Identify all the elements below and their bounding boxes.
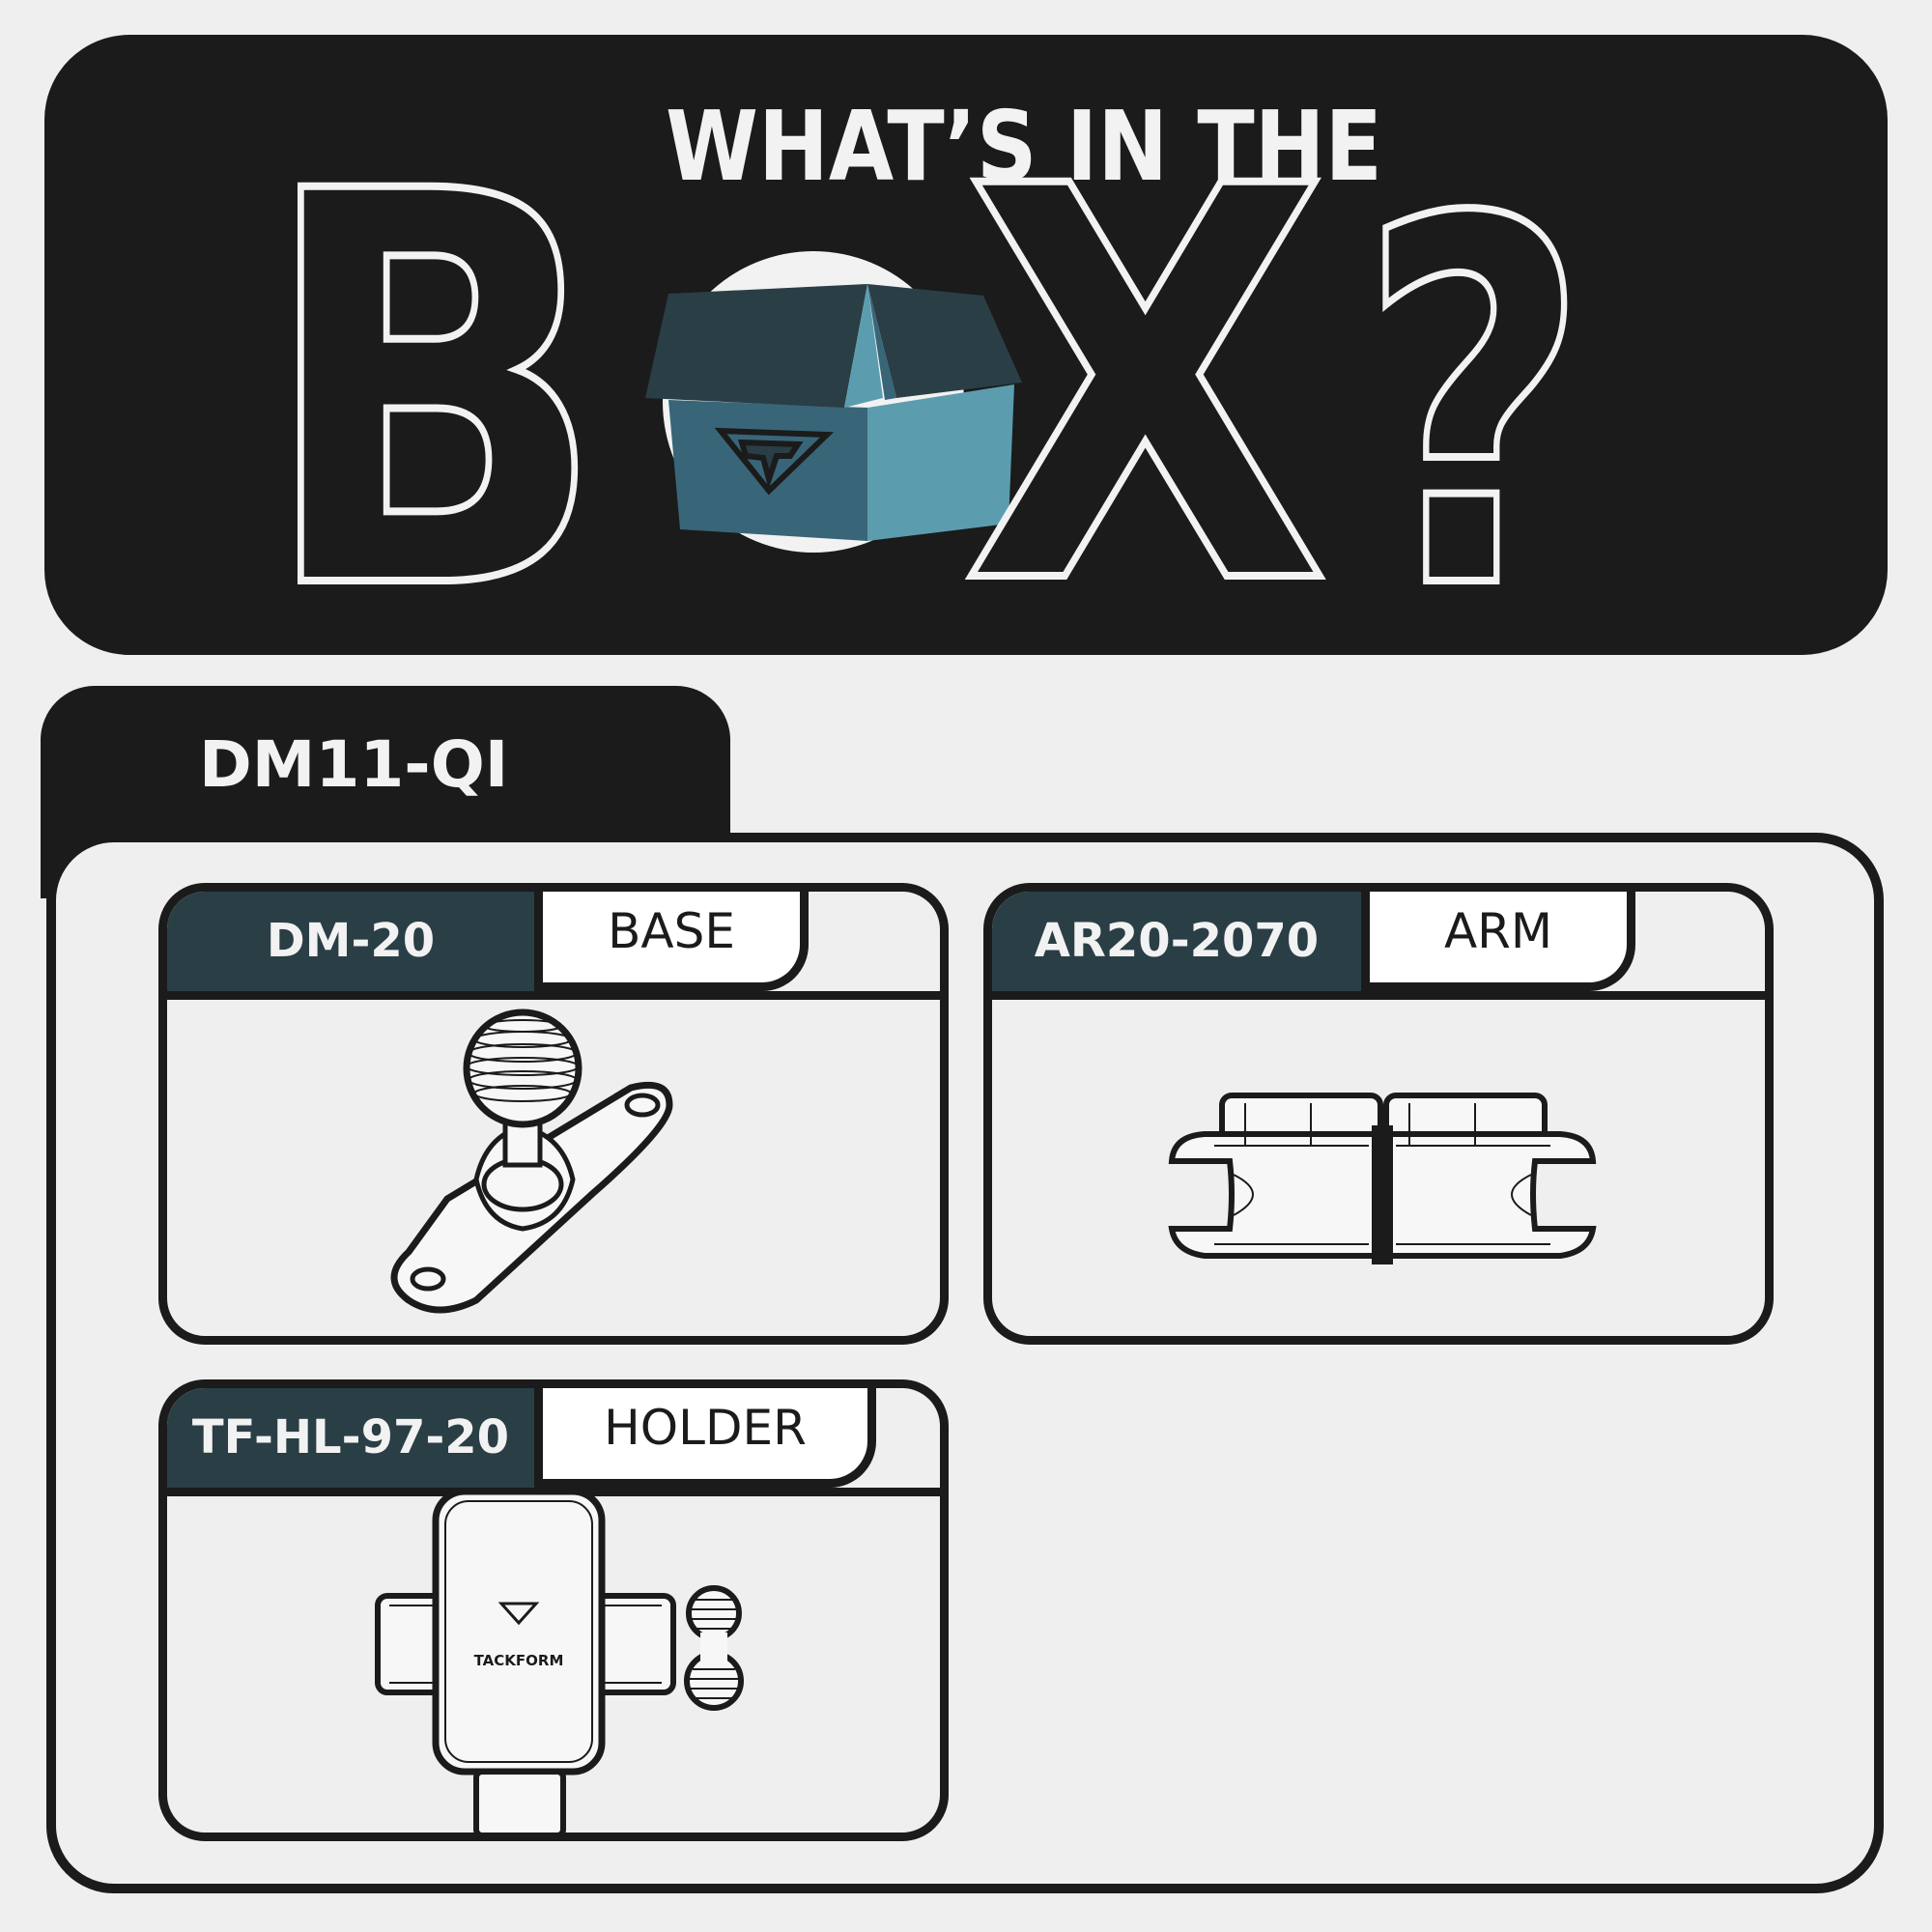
banner-line1: WHAT’S IN THE xyxy=(666,90,1382,203)
part-code: DM-20 xyxy=(167,892,534,991)
open-box-with-tackform-logo-icon xyxy=(645,251,1022,553)
banner-letter-question: ? xyxy=(1358,114,1590,655)
holder-brand-text: TACKFORM xyxy=(474,1652,564,1669)
part-code: AR20-2070 xyxy=(992,892,1361,991)
part-code: TF-HL-97-20 xyxy=(167,1388,534,1488)
part-type-label: ARM xyxy=(1361,892,1635,991)
banner-letter-x: X xyxy=(962,74,1329,655)
part-card-header: TF-HL-97-20 HOLDER xyxy=(167,1388,940,1496)
part-card-base: DM-20 BASE xyxy=(158,883,949,1345)
part-type-label: BASE xyxy=(534,892,809,991)
phone-holder-icon: TACKFORM xyxy=(167,1488,940,1833)
ball-adapter-icon xyxy=(684,1585,744,1711)
part-type-label: HOLDER xyxy=(534,1388,876,1488)
double-socket-arm-icon xyxy=(992,991,1765,1336)
part-card-arm: AR20-2070 ARM xyxy=(983,883,1774,1345)
kit-model: DM11-QI xyxy=(199,727,509,802)
part-card-header: DM-20 BASE xyxy=(167,892,940,1000)
hero-banner: WHAT’S IN THE B X ? xyxy=(44,35,1888,655)
part-card-header: AR20-2070 ARM xyxy=(992,892,1765,1000)
part-card-holder: TF-HL-97-20 HOLDER TACKFORM xyxy=(158,1379,949,1841)
banner-letter-b: B xyxy=(259,79,607,655)
ball-mount-base-icon xyxy=(167,991,940,1336)
whats-in-the-box-title-art: WHAT’S IN THE B X ? xyxy=(255,71,1594,655)
